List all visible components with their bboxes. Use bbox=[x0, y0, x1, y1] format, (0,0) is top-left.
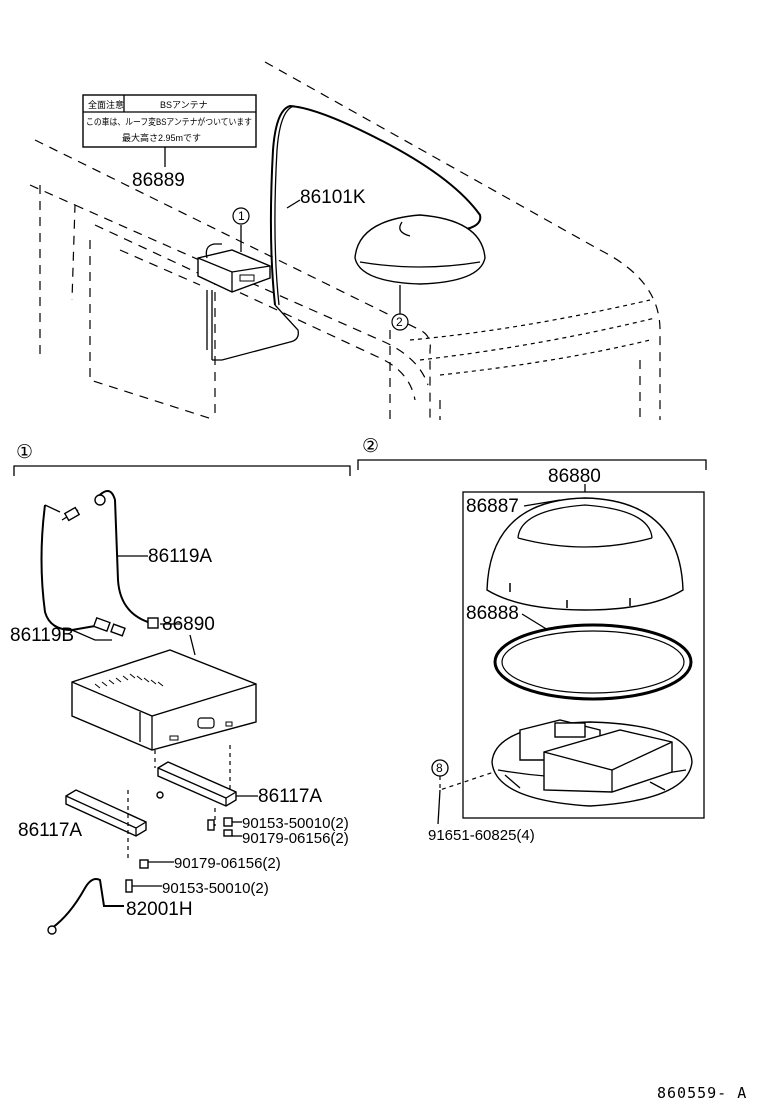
antenna-base-unit bbox=[491, 719, 693, 807]
view2-marker: ② bbox=[362, 436, 379, 457]
label-86119B: 86119B bbox=[10, 625, 74, 646]
label-90153-lower: 90153-50010(2) bbox=[162, 880, 269, 897]
tuner-box-on-vehicle bbox=[197, 243, 271, 293]
vehicle-roof-overview bbox=[29, 61, 661, 421]
leader-86887 bbox=[523, 499, 561, 507]
view1-marker-top-num: 1 bbox=[238, 209, 245, 223]
section-2-header: ② bbox=[357, 436, 707, 470]
sticker-line-1: この車は、ルーフ変BSアンテナがついています bbox=[86, 116, 252, 127]
diagram-code: 860559- A bbox=[657, 1084, 747, 1102]
label-82001H: 82001H bbox=[126, 899, 193, 920]
leader-86101K bbox=[286, 199, 301, 209]
label-90153-upper: 90153-50010(2) bbox=[242, 815, 349, 832]
antenna-cable-86101K bbox=[206, 104, 482, 361]
label-86101K: 86101K bbox=[300, 187, 366, 208]
tuner-unit-86890 bbox=[71, 649, 257, 751]
sticker-line-2: 最大高さ2.95mです bbox=[122, 132, 201, 143]
antenna-dome-on-roof bbox=[354, 214, 486, 285]
label-86889: 86889 bbox=[132, 170, 185, 191]
view2-marker-top bbox=[391, 313, 409, 331]
label-90179-upper: 90179-06156(2) bbox=[242, 830, 349, 847]
screw-marker-num: 8 bbox=[436, 761, 443, 775]
label-91651: 91651-60825(4) bbox=[428, 827, 535, 844]
leader-86890-b bbox=[189, 634, 196, 656]
antenna-assembly-box bbox=[462, 491, 705, 819]
label-86117A-right: 86117A bbox=[258, 786, 322, 807]
leader-86888 bbox=[521, 613, 549, 631]
warning-label-sticker: 全面注意 BSアンテナ この車は、ルーフ変BSアンテナがついています 最大高さ2… bbox=[82, 94, 257, 148]
cable-86119A bbox=[61, 490, 159, 629]
cable-86119B bbox=[40, 504, 126, 641]
bracket-86117A-left bbox=[65, 789, 147, 837]
gasket-86888 bbox=[493, 623, 693, 701]
label-86887: 86887 bbox=[466, 496, 519, 517]
label-86888: 86888 bbox=[466, 603, 519, 624]
label-86117A-left: 86117A bbox=[18, 820, 82, 841]
screw-marker: 8 bbox=[431, 759, 495, 825]
view2-marker-top-num: 2 bbox=[396, 315, 403, 329]
view1-marker: ① bbox=[16, 442, 33, 463]
section-1-header: ① bbox=[13, 442, 351, 476]
dome-cover-86887 bbox=[486, 497, 684, 611]
label-90179-lower: 90179-06156(2) bbox=[174, 855, 281, 872]
ground-wire-82001H bbox=[47, 878, 124, 935]
sticker-title-right: BSアンテナ bbox=[160, 100, 208, 110]
label-86119A: 86119A bbox=[148, 546, 212, 567]
sticker-title-left: 全面注意 bbox=[88, 99, 124, 110]
view1-marker-top bbox=[232, 207, 250, 225]
label-86880: 86880 bbox=[548, 466, 601, 487]
label-86890: 86890 bbox=[162, 614, 215, 635]
bracket-86117A-right bbox=[156, 761, 237, 807]
